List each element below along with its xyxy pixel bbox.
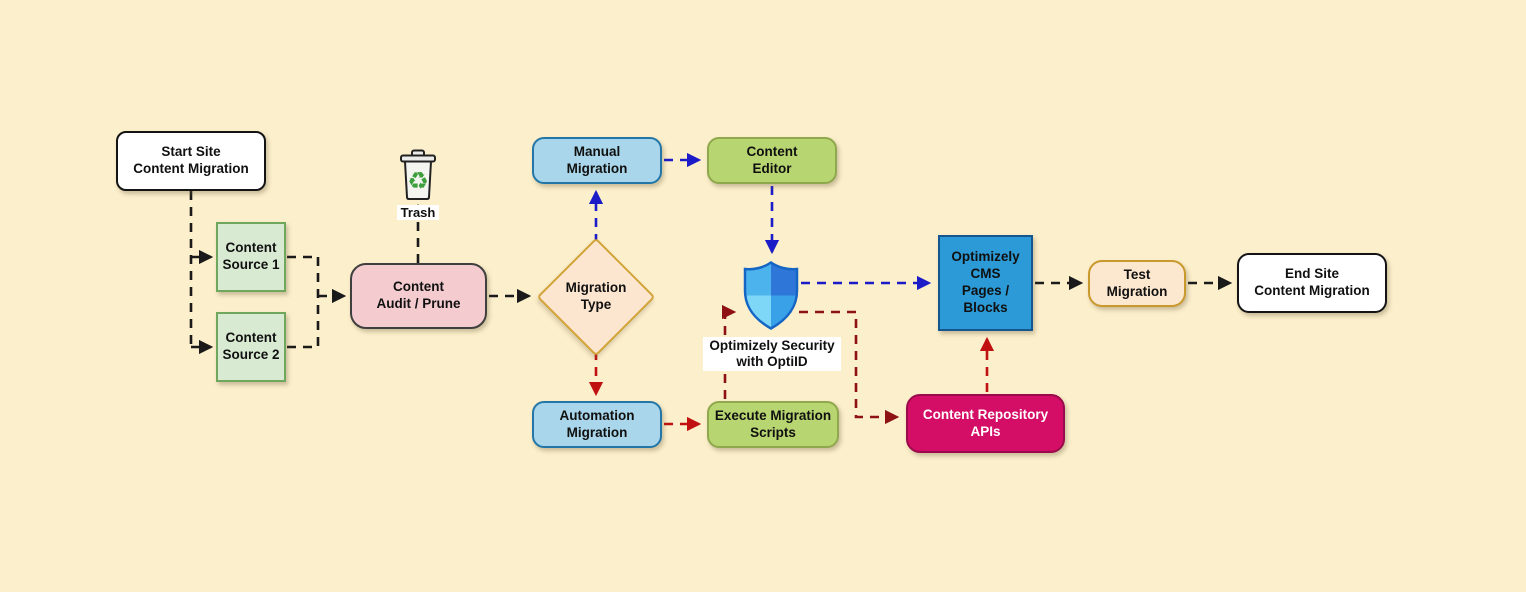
node-manual-migration: Manual Migration <box>532 137 662 184</box>
node-end-site-content-migration: End Site Content Migration <box>1237 253 1387 313</box>
node-content-editor: Content Editor <box>707 137 837 184</box>
node-content-source-1-label: Content Source 1 <box>222 240 280 272</box>
node-execute-migration-scripts: Execute Migration Scripts <box>707 401 839 448</box>
node-content-source-1: Content Source 1 <box>216 222 286 292</box>
node-manual-migration-label: Manual Migration <box>566 143 628 176</box>
node-start-label: Start Site Content Migration <box>133 144 249 176</box>
node-optimizely-cms-label: Optimizely CMS Pages / Blocks <box>951 249 1020 315</box>
node-end-label: End Site Content Migration <box>1254 266 1370 298</box>
node-content-editor-label: Content Editor <box>746 143 798 176</box>
node-test-migration: Test Migration <box>1088 260 1186 307</box>
node-execute-migration-scripts-label: Execute Migration Scripts <box>714 407 832 440</box>
node-automation-migration: Automation Migration <box>532 401 662 448</box>
node-content-repository-apis: Content Repository APIs <box>906 394 1065 453</box>
node-optimizely-cms-pages-blocks: Optimizely CMS Pages / Blocks <box>938 235 1033 331</box>
security-shield-icon <box>743 260 799 330</box>
node-test-migration-label: Test Migration <box>1106 266 1168 299</box>
node-start-site-content-migration: Start Site Content Migration <box>116 131 266 191</box>
node-automation-migration-label: Automation Migration <box>559 407 635 440</box>
node-migration-type-label: Migration Type <box>565 280 627 312</box>
recycle-icon: ♻ <box>407 167 429 195</box>
security-shield-label: Optimizely Security with OptiID <box>703 337 841 371</box>
node-content-audit-prune-label: Content Audit / Prune <box>376 279 461 311</box>
edge-execute-to-security <box>721 304 737 399</box>
node-content-source-2: Content Source 2 <box>216 312 286 382</box>
trash-label: Trash <box>397 205 439 220</box>
trash-icon: ♻ <box>400 149 436 200</box>
node-content-repository-apis-label: Content Repository APIs <box>922 406 1049 439</box>
node-content-audit-prune: Content Audit / Prune <box>350 263 487 329</box>
node-content-source-2-label: Content Source 2 <box>222 330 280 362</box>
node-migration-type: Migration Type <box>536 270 656 324</box>
edge-security-to-apis <box>799 310 900 425</box>
